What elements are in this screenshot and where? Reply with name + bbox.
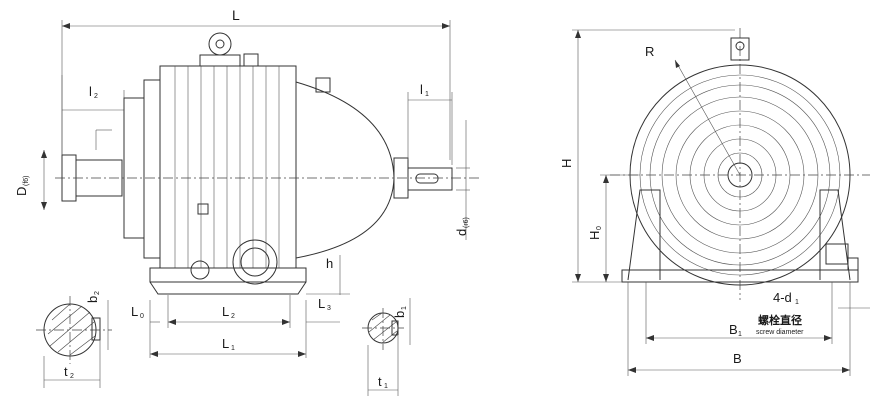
arrow [842, 367, 850, 373]
label-bolt: 4-d [773, 290, 792, 305]
arrow [62, 23, 70, 29]
end-view [572, 28, 870, 376]
label-bolt-sub: 1 [795, 299, 799, 306]
label-H0: H [587, 231, 602, 240]
label-L1-sub: 1 [231, 345, 235, 352]
label-L: L [232, 7, 240, 23]
arrow [646, 335, 654, 341]
radius-leader [674, 59, 741, 176]
arrow [628, 367, 636, 373]
label-d: d [454, 229, 469, 236]
housing-fins-block [159, 65, 297, 269]
label-R: R [645, 44, 654, 59]
base-foot [149, 267, 307, 283]
foot-left [627, 189, 661, 281]
labels: L l 2 l 1 D (f6) d (r6) h L 0 L 2 L 3 L … [14, 7, 804, 390]
lifting-eye-hole [215, 39, 225, 49]
foot-right [819, 189, 851, 281]
label-B1: B [729, 322, 738, 337]
label-b2: b [85, 296, 100, 303]
side-view [36, 20, 480, 396]
base-plate [621, 269, 859, 283]
label-t1: t [378, 374, 382, 389]
sight-glass [197, 203, 209, 215]
arrow [298, 351, 306, 357]
arrow [575, 30, 581, 38]
label-H0-sub: 0 [596, 226, 603, 230]
label-L3: L [318, 296, 325, 311]
terminal-box-plug [847, 257, 859, 271]
drain-plug [190, 260, 210, 280]
label-d-group: d (r6) [454, 217, 470, 236]
output-shaft-section [362, 298, 411, 396]
base-plate [149, 281, 307, 295]
arrow [41, 202, 47, 210]
cooling-fins [174, 66, 280, 268]
label-b1-group: b 1 [392, 306, 408, 318]
label-t2: t [64, 364, 68, 379]
arrow [168, 319, 176, 325]
arrow [282, 319, 290, 325]
label-L2-sub: 2 [231, 313, 235, 320]
label-H0-group: H 0 [587, 226, 603, 240]
label-L3-sub: 3 [327, 305, 331, 312]
input-shaft-section [36, 296, 112, 388]
label-L0-sub: 0 [140, 313, 144, 320]
label-l1-sub: 1 [425, 91, 429, 98]
label-D-group: D (f6) [14, 176, 30, 197]
label-D-sub: (f6) [23, 176, 30, 187]
label-b1: b [392, 311, 407, 318]
housing-flange [143, 79, 161, 259]
label-t2-sub: 2 [70, 373, 74, 380]
label-bolt-cn: 螺栓直径 [758, 313, 802, 327]
lifting-eye [208, 32, 232, 56]
label-b2-sub: 2 [94, 291, 101, 295]
label-d-sub: (r6) [463, 217, 470, 228]
output-shaft-keyway [415, 173, 439, 184]
arrow [150, 351, 158, 357]
housing-boss [232, 239, 278, 285]
housing-end-cap [123, 97, 145, 239]
lifting-eye-top [730, 37, 750, 61]
arrow [442, 23, 450, 29]
label-H-group: H [559, 159, 574, 168]
label-B1-sub: 1 [738, 331, 742, 338]
housing-boss-inner [240, 247, 270, 277]
label-D: D [14, 187, 29, 196]
label-t1-sub: 1 [384, 383, 388, 390]
label-b1-sub: 1 [401, 306, 408, 310]
label-l1: l [420, 82, 423, 97]
housing-dome [295, 81, 395, 259]
lifting-eye-base [199, 54, 241, 67]
label-bolt-en: screw diameter [756, 329, 804, 336]
label-B: B [733, 351, 742, 366]
arrow [603, 175, 609, 183]
label-b2-group: b 2 [85, 291, 101, 303]
label-h: h [326, 256, 333, 271]
arrow [675, 60, 680, 68]
label-l2-sub: 2 [94, 93, 98, 100]
lifting-eye-hole [735, 41, 745, 51]
label-L0: L [131, 304, 138, 319]
terminal-box [825, 243, 849, 265]
oil-plug [315, 77, 331, 93]
label-l2: l [89, 84, 92, 99]
label-L2: L [222, 304, 229, 319]
arrow [575, 274, 581, 282]
label-H: H [559, 159, 574, 168]
arrow [824, 335, 832, 341]
arrow [41, 150, 47, 158]
arrow [603, 274, 609, 282]
output-shaft [407, 167, 453, 191]
label-L1: L [222, 336, 229, 351]
breather-plug [243, 53, 259, 67]
